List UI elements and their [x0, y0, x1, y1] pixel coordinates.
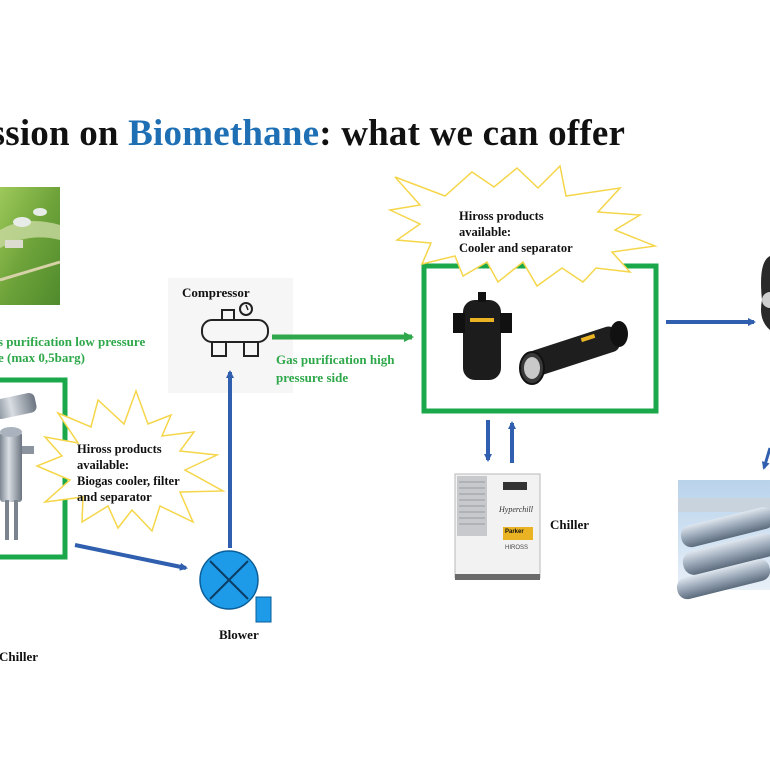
left-callout-line4: and separator	[77, 490, 152, 504]
top-callout-line2: available:	[459, 225, 512, 239]
chiller-sub: HIROSS	[505, 545, 529, 551]
left-callout-text: Hiross products available: Biogas cooler…	[77, 441, 180, 505]
chiller-brand: Hyperchill	[499, 505, 533, 514]
high-pressure-label-line1: Gas purification high	[276, 352, 395, 367]
low-pressure-label-line1: s purification low pressure	[0, 334, 146, 349]
slide-title: ession on Biomethane: what we can offer	[0, 112, 625, 155]
left-callout-burst	[35, 388, 226, 533]
title-text-pre: ession on	[0, 113, 119, 154]
biogas-plant-photo	[0, 187, 61, 305]
blower-label: Blower	[219, 627, 259, 642]
left-callout-line1: Hiross products	[77, 442, 162, 456]
chiller-right-label: Chiller	[550, 517, 589, 532]
top-callout-text: Hiross products available: Cooler and se…	[459, 208, 573, 256]
arrow-box-to-blower	[74, 543, 188, 571]
top-callout-line1: Hiross products	[459, 209, 544, 223]
separator-image	[453, 292, 512, 380]
low-pressure-label-line2: e (max 0,5barg)	[0, 350, 86, 365]
top-callout-line3: Cooler and separator	[459, 241, 573, 255]
high-pressure-label-line2: pressure side	[276, 370, 349, 385]
biogas-cooler-filter-image	[0, 392, 37, 540]
chiller-unit-image	[454, 473, 541, 580]
blower-symbol	[199, 550, 272, 623]
title-text-post: : what we can offer	[319, 113, 626, 154]
chiller-left-label: Chiller	[0, 649, 38, 664]
title-highlight: Biomethane	[128, 113, 320, 154]
chiller-maker: Parker	[505, 529, 524, 535]
cooler-image	[519, 321, 628, 385]
pipeline-photo	[676, 480, 770, 600]
arrow-right-to-pipeline	[761, 447, 770, 470]
top-callout-burst	[387, 164, 658, 288]
right-equipment-image	[761, 256, 770, 330]
left-callout-line3: Biogas cooler, filter	[77, 474, 180, 488]
compressor-label: Compressor	[182, 285, 250, 300]
left-callout-line2: available:	[77, 458, 130, 472]
